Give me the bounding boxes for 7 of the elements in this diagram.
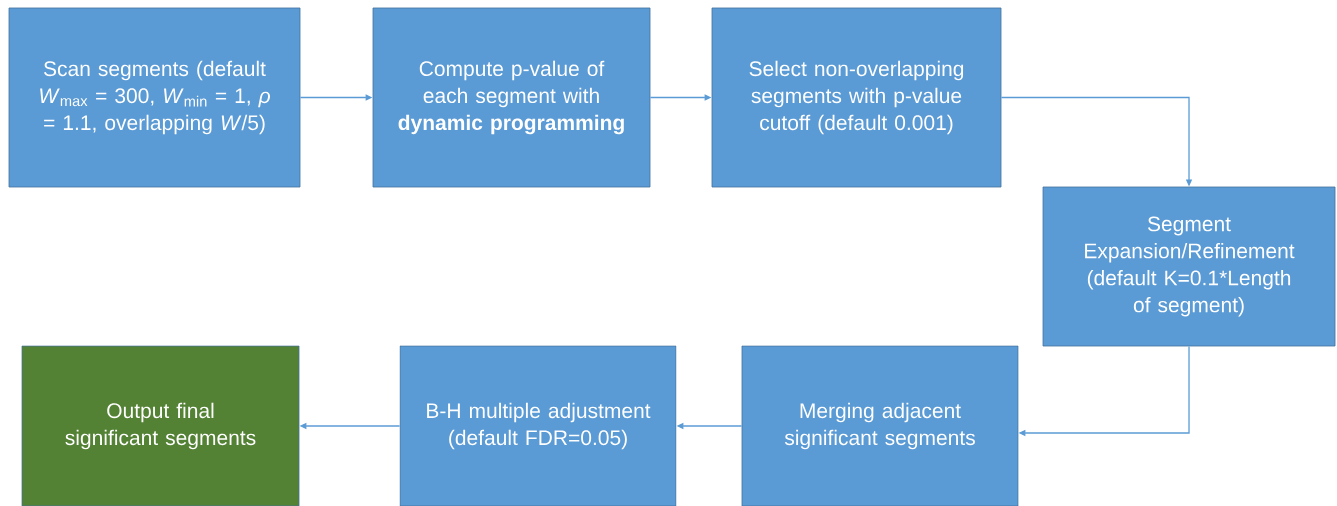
output-box: Output final significant segments [21, 345, 300, 506]
process-box: Segment Expansion/Refinement (default K=0.1*Length of segment) [1042, 186, 1336, 347]
process-box: B-H multiple adjustment (default FDR=0.05) [399, 345, 677, 506]
process-box: Compute p-value of each segment with dynamic programming [372, 7, 651, 188]
process-box: Select non-overlapping segments with p-value cutoff (default 0.001) [711, 7, 1002, 188]
process-box: Merging adjacent significant segments [741, 345, 1019, 506]
process-box: Scan segments (default W$_{max}$ = 300, W$_{min}$ = 1, ρ = 1.1, overlapping W/5) [8, 7, 301, 188]
